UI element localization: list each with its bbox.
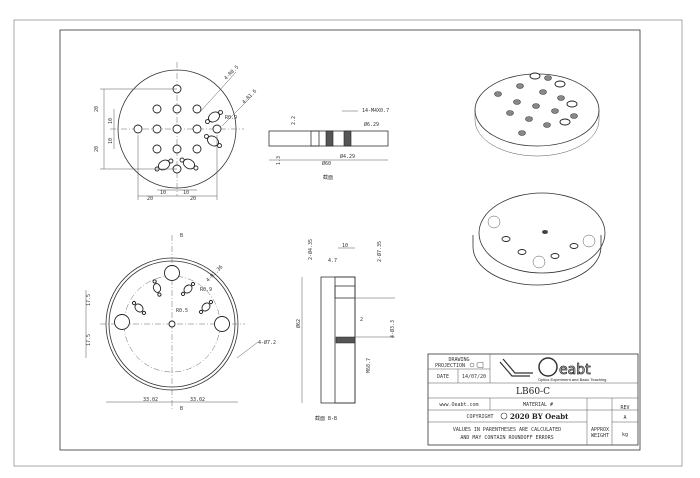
dim-label: 17.5 <box>86 294 92 306</box>
dim-label: 4-R1.6 <box>241 88 258 105</box>
copyright-label: COPYRIGHT <box>466 414 493 420</box>
dim-label: 20 <box>190 196 196 202</box>
projection-symbol-icon <box>469 361 484 369</box>
dim-label: 10 <box>108 118 114 124</box>
copyright-text: 2020 BY Oeabt <box>510 412 569 421</box>
svg-text:eabt: eabt <box>559 362 591 378</box>
date-value: 14/07/20 <box>462 374 486 380</box>
dim-label: Ø4.29 <box>340 153 355 160</box>
date-label: DATE <box>437 374 449 380</box>
drawing-frame <box>59 29 641 451</box>
dim-label: Ø60 <box>322 160 331 167</box>
dim-label: Ø62 <box>295 319 302 328</box>
weight-label: APPROX <box>591 427 609 433</box>
dim-label: 14-M4X0.7 <box>362 108 389 114</box>
section-label: 截面 <box>323 174 333 181</box>
weight-unit: kg <box>622 432 628 438</box>
dim-label: 33.02 <box>143 397 158 403</box>
bottom-view: 17.5 17.5 33.02 33.02 4-Ø7.2 R0.9 R0.5 4… <box>85 233 276 412</box>
note-line: AND MAY CONTAIN ROUNDOFF ERRORS <box>460 435 553 441</box>
dim-label: 1.3 <box>276 156 282 165</box>
dim-label: 4-Ø7.2 <box>258 339 276 346</box>
dim-label: R0.5 <box>176 308 188 314</box>
dim-label: 4.7 <box>328 258 337 264</box>
hole-grid <box>133 84 222 174</box>
side-section-view: 10 4.7 2-Ø4.35 2-Ø7.35 Ø62 4-Ø3.3 M68.7 … <box>295 239 396 422</box>
title-block: DRAWING PROJECTION DATE 14/07/20 eabt Op… <box>427 353 639 446</box>
website-text: www.Oeabt.com <box>439 402 478 408</box>
dim-label: 4-R0.5 <box>223 64 240 81</box>
dim-label: 17.5 <box>86 334 92 346</box>
dim-label: 10 <box>160 190 166 196</box>
dim-label: M68.7 <box>366 358 372 373</box>
projection-label: DRAWING <box>448 357 469 363</box>
dim-label: B <box>180 406 183 412</box>
outer-border <box>13 19 683 467</box>
dim-label: 10 <box>108 138 114 144</box>
logo-tagline: Optics Experiment and Basic Teaching <box>538 377 606 382</box>
material-label: MATERIAL # <box>523 402 553 408</box>
projection-label: PROJECTION <box>435 363 465 369</box>
rev-value: A <box>623 415 626 421</box>
dim-label: R0.9 <box>225 115 237 121</box>
dim-label: 33.02 <box>190 397 205 403</box>
dim-label: 4-Ø3.3 <box>389 320 396 338</box>
dim-label: 2-Ø7.35 <box>376 241 383 262</box>
dim-label: 20 <box>94 146 100 152</box>
oeabt-logo: eabt Optics Experiment and Basic Teachin… <box>499 357 606 382</box>
dim-label: Ø6.29 <box>364 121 379 128</box>
dim-label: R0.9 <box>200 287 212 293</box>
isometric-top-view <box>474 72 600 157</box>
wing-slots <box>154 109 224 172</box>
dim-label: 2.2 <box>291 116 297 125</box>
dim-label: 10 <box>183 190 189 196</box>
section-view: 14-M4X0.7 2.2 Ø6.29 Ø4.29 Ø60 1.3 截面 <box>268 108 389 181</box>
section-label: 截面 B-B <box>315 415 337 422</box>
dim-label: 20 <box>147 196 153 202</box>
dim-label: 20 <box>94 106 100 112</box>
copyright-icon <box>500 412 508 420</box>
dim-label: B <box>180 233 183 239</box>
dim-label: 2 <box>360 317 363 323</box>
rev-label: REV <box>620 405 629 411</box>
isometric-bottom-view <box>472 192 606 286</box>
note-line: VALUES IN PARENTHESES ARE CALCULATED <box>453 427 561 433</box>
dim-label: 2-Ø4.35 <box>307 239 314 260</box>
dim-label: 10 <box>342 243 348 249</box>
front-view: 20 20 10 10 20 20 10 10 4-R0.5 4-R1.6 R0… <box>94 62 258 202</box>
weight-label: WEIGHT <box>591 433 609 439</box>
part-number: LB60-C <box>516 387 550 397</box>
